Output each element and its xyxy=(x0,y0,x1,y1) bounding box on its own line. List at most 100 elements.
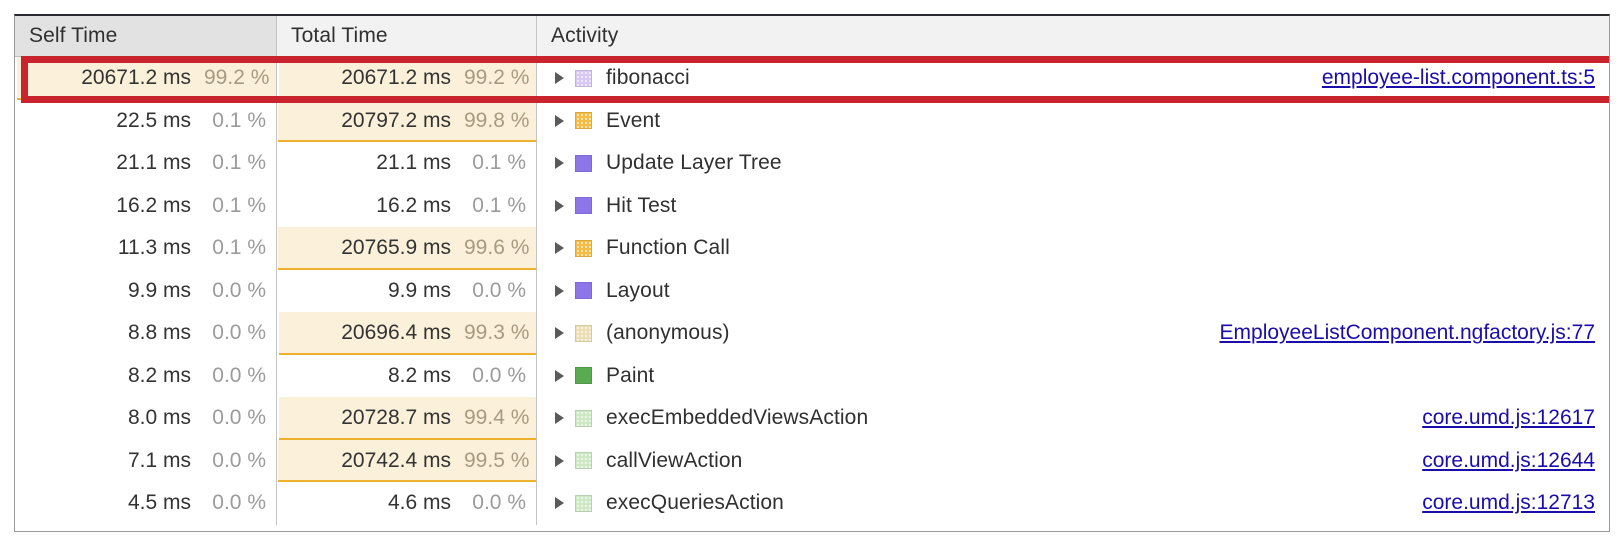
table-row[interactable]: 8.8 ms 0.0 % 20696.4 ms 99.3 % (anonymous)Em… xyxy=(15,312,1609,355)
activity-name: Hit Test xyxy=(606,193,677,217)
self-time-ms: 7.1 ms xyxy=(127,448,191,472)
expand-triangle-icon[interactable] xyxy=(549,196,569,216)
total-time-values: 20696.4 ms 99.3 % xyxy=(341,312,530,355)
expand-triangle-icon[interactable] xyxy=(549,68,569,88)
activity-name: Layout xyxy=(606,278,670,302)
self-time-percent: 0.0 % xyxy=(212,406,266,430)
total-time-percent: 0.1 % xyxy=(472,151,526,175)
expand-triangle-icon[interactable] xyxy=(549,366,569,386)
total-time-bar xyxy=(278,439,536,482)
self-time-percent: 0.1 % xyxy=(212,108,266,132)
self-time-percent: 0.0 % xyxy=(212,278,266,302)
category-color-swatch xyxy=(575,154,592,172)
expand-triangle-icon[interactable] xyxy=(549,408,569,428)
source-link[interactable]: EmployeeListComponent.ngfactory.js:77 xyxy=(1219,321,1595,345)
self-time-cell: 8.8 ms 0.0 % xyxy=(15,312,277,355)
source-link[interactable]: employee-list.component.ts:5 xyxy=(1321,66,1595,90)
column-header-total-time[interactable]: Total Time xyxy=(277,16,537,56)
performance-bottom-up-table: Self Time Total Time Activity 20671.2 ms… xyxy=(14,14,1610,532)
source-link[interactable]: core.umd.js:12644 xyxy=(1422,448,1595,472)
total-time-ms: 20728.7 ms xyxy=(341,406,451,430)
category-color-swatch xyxy=(575,197,592,215)
total-time-percent: 99.3 % xyxy=(464,321,530,345)
activity-cell: Function Call xyxy=(537,227,1609,270)
activity-name: Update Layer Tree xyxy=(606,151,782,175)
self-time-percent: 0.0 % xyxy=(212,321,266,345)
column-header-activity[interactable]: Activity xyxy=(537,16,1609,56)
column-header-activity-label: Activity xyxy=(551,24,619,47)
total-time-percent: 99.8 % xyxy=(464,108,530,132)
self-time-ms: 16.2 ms xyxy=(116,193,191,217)
self-time-values: 4.5 ms 0.0 % xyxy=(128,482,266,525)
category-color-swatch xyxy=(575,112,592,130)
total-time-bar xyxy=(278,312,536,355)
self-time-ms: 8.2 ms xyxy=(127,363,191,387)
self-time-ms: 20671.2 ms xyxy=(81,66,191,90)
expand-triangle-icon[interactable] xyxy=(549,238,569,258)
total-time-values: 20797.2 ms 99.8 % xyxy=(341,100,530,143)
activity-name: Function Call xyxy=(606,236,730,260)
self-time-ms: 9.9 ms xyxy=(127,278,191,302)
total-time-cell: 20797.2 ms 99.8 % xyxy=(277,99,537,143)
total-time-ms: 20696.4 ms xyxy=(341,321,451,345)
self-time-ms: 4.5 ms xyxy=(127,491,191,515)
self-time-cell: 9.9 ms 0.0 % xyxy=(15,269,277,312)
self-time-percent: 0.0 % xyxy=(212,491,266,515)
self-time-cell: 4.5 ms 0.0 % xyxy=(15,482,277,525)
activity-cell: Update Layer Tree xyxy=(537,142,1609,185)
total-time-ms: 20797.2 ms xyxy=(341,108,451,132)
category-color-swatch xyxy=(575,282,592,300)
total-time-percent: 99.6 % xyxy=(464,236,530,260)
total-time-bar xyxy=(279,57,536,100)
total-time-bar xyxy=(277,99,536,142)
expand-triangle-icon[interactable] xyxy=(549,323,569,343)
total-time-percent: 99.2 % xyxy=(464,66,530,90)
expand-triangle-icon[interactable] xyxy=(549,153,569,173)
expand-triangle-icon[interactable] xyxy=(549,281,569,301)
total-time-ms: 8.2 ms xyxy=(387,363,451,387)
expand-triangle-icon[interactable] xyxy=(549,111,569,131)
source-link[interactable]: core.umd.js:12713 xyxy=(1422,491,1595,515)
activity-cell: (anonymous)EmployeeListComponent.ngfacto… xyxy=(537,312,1609,355)
category-color-swatch xyxy=(575,239,592,257)
table-header-row: Self Time Total Time Activity xyxy=(15,16,1609,57)
total-time-ms: 20742.4 ms xyxy=(341,448,451,472)
source-link[interactable]: core.umd.js:12617 xyxy=(1422,406,1595,430)
column-header-self-time[interactable]: Self Time xyxy=(15,16,277,56)
self-time-ms: 8.8 ms xyxy=(127,321,191,345)
expand-triangle-icon[interactable] xyxy=(549,451,569,471)
total-time-cell: 20696.4 ms 99.3 % xyxy=(277,312,537,355)
category-color-swatch xyxy=(575,324,592,342)
expand-triangle-icon[interactable] xyxy=(549,493,569,513)
